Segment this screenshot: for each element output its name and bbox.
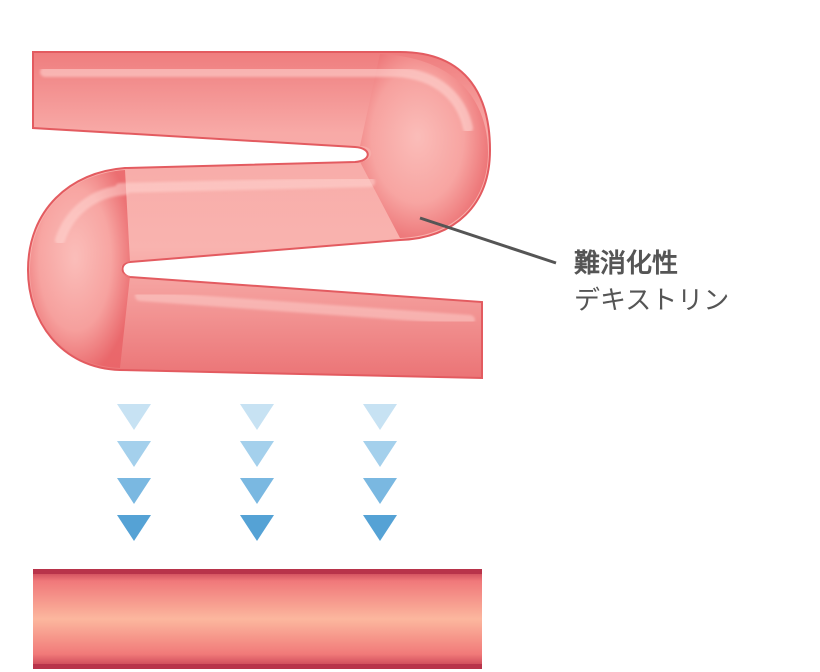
leader-line bbox=[419, 216, 557, 265]
bottom-band-shape bbox=[33, 569, 482, 669]
down-arrow-icon bbox=[240, 515, 274, 541]
down-arrow-icon bbox=[117, 515, 151, 541]
absorption-arrows bbox=[117, 404, 397, 541]
down-arrow-icon bbox=[363, 441, 397, 467]
tube-highlight-top bbox=[40, 67, 473, 133]
intestine-tube bbox=[26, 51, 492, 380]
bottom-band-top-edge bbox=[33, 569, 482, 574]
down-arrow-icon bbox=[240, 404, 274, 430]
tube-highlight-middle bbox=[55, 177, 375, 245]
dextrin-label: 難消化性 デキストリン bbox=[574, 246, 729, 320]
down-arrow-icon bbox=[117, 441, 151, 467]
down-arrow-icon bbox=[240, 478, 274, 504]
down-arrow-icon bbox=[363, 404, 397, 430]
lower-bend-shade bbox=[30, 170, 130, 368]
down-arrow-icon bbox=[240, 441, 274, 467]
down-arrow-icon bbox=[363, 478, 397, 504]
down-arrow-icon bbox=[363, 515, 397, 541]
bottom-band bbox=[33, 569, 482, 669]
down-arrow-icon bbox=[117, 478, 151, 504]
tube-highlight-bottom bbox=[135, 291, 475, 325]
label-line-2: デキストリン bbox=[574, 286, 730, 316]
bottom-band-bottom-edge bbox=[33, 664, 482, 669]
down-arrow-icon bbox=[117, 404, 151, 430]
label-line-1: 難消化性 bbox=[574, 249, 679, 279]
